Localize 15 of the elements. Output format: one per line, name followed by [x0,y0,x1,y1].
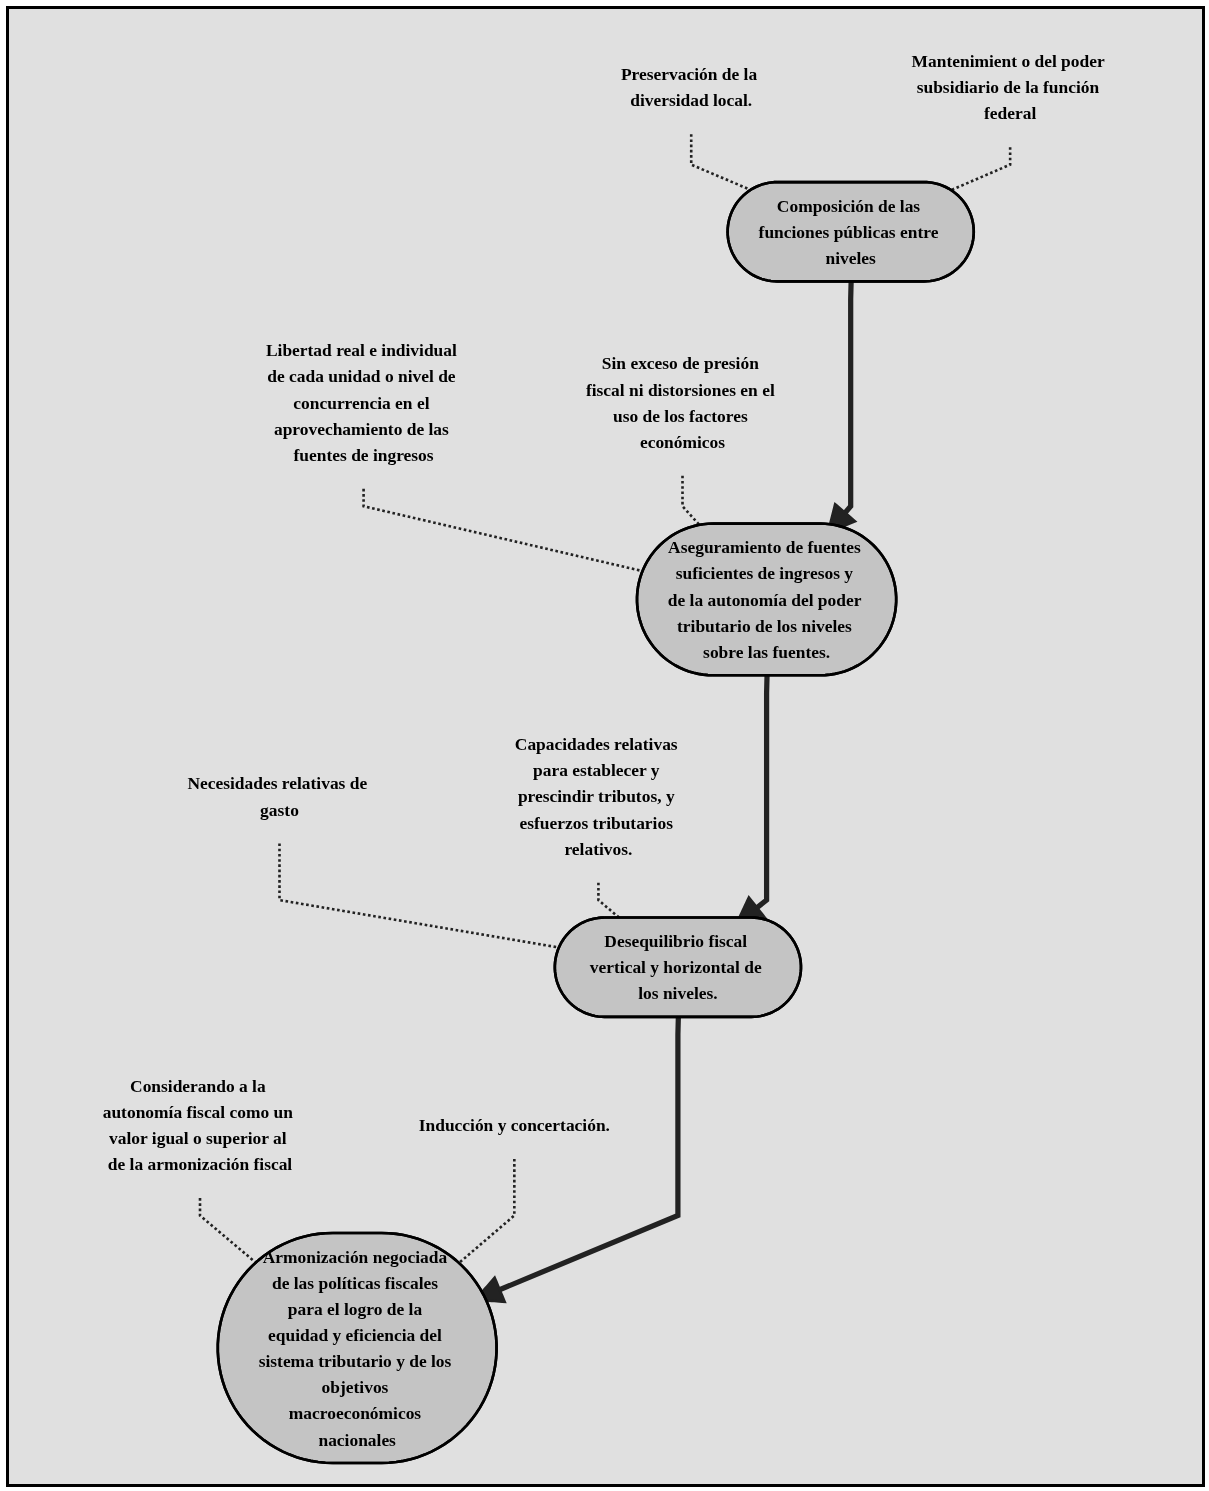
text-label: Inducción y concertación. [418,1115,610,1135]
text-label: Libertad real e individual de cada unidad o nivel de concurrencia en el aprovechamiento de las fuentes de ingresos [265,340,457,465]
dotted-line [458,1158,516,1264]
ellipse-node: Composición de las funciones públicas entre niveles [726,180,975,283]
text-label: Sin exceso de presión fiscal ni distorsiones en el uso de los factores económicos [585,353,775,452]
ellipse-node: Desequilibrio fiscal vertical y horizontal de los niveles. [553,916,803,1019]
dotted-line [681,475,701,527]
ellipse-node: Armonización negociada de las políticas fiscales para el logro de la equidad y eficiencia del sistema tributario y de los objetivos macroeconómicos nacionales [216,1231,498,1465]
text-label: Necesidades relativas de gasto [187,773,368,820]
text-label: Preservación de la diversidad local. [620,64,758,110]
text-label: Capacidades relativas para establecer y prescindir tributos, y esfuerzos tributarios relativos. [514,734,678,859]
ellipse-node: Aseguramiento de fuentes suficientes de ingresos y de la autonomía del poder tributario de los niveles sobre las fuentes. [635,522,898,677]
text-label: Considerando a la autonomía fiscal como un valor igual o superior al de la armonización fiscal [102,1076,293,1174]
text-label: Mantenimient o del poder subsidiario de la función federal [911,51,1105,123]
dotted-line [950,147,1012,192]
